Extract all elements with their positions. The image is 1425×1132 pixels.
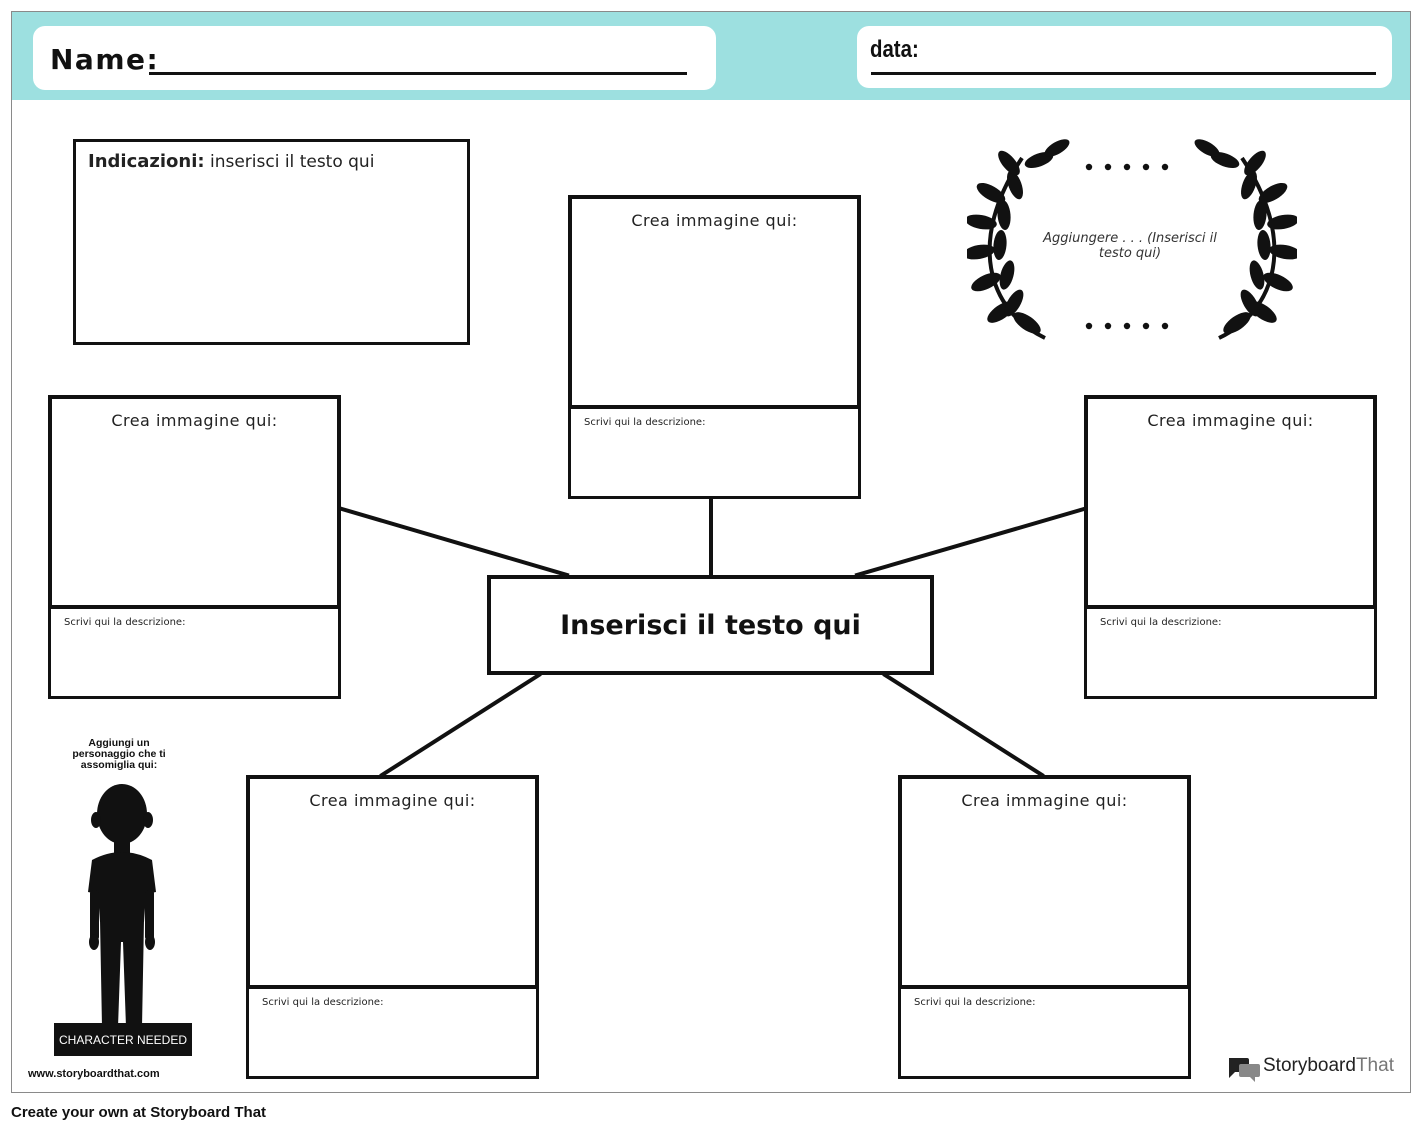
- description-box[interactable]: Scrivi qui la descrizione:: [568, 405, 861, 499]
- directions-body: inserisci il testo qui: [204, 152, 375, 172]
- brand-bold: Storyboard: [1263, 1055, 1356, 1076]
- card-bottom-right: Crea immagine qui: Scrivi qui la descriz…: [898, 775, 1191, 1079]
- directions-heading: Indicazioni:: [88, 151, 205, 172]
- description-caption: Scrivi qui la descrizione:: [1100, 617, 1222, 628]
- description-box[interactable]: Scrivi qui la descrizione:: [48, 605, 341, 699]
- name-label: Name:: [50, 43, 160, 76]
- header-band: Name: data:: [12, 12, 1410, 100]
- connector-bottom-left: [379, 672, 542, 778]
- character-needed-badge[interactable]: CHARACTER NEEDED: [54, 1023, 192, 1056]
- image-caption: Crea immagine qui:: [961, 791, 1128, 810]
- worksheet: Name: data: Indicazioni: inserisci il te…: [11, 11, 1411, 1093]
- image-caption: Crea immagine qui:: [1147, 411, 1314, 430]
- brand-light: That: [1355, 1055, 1394, 1076]
- description-caption: Scrivi qui la descrizione:: [584, 417, 706, 428]
- image-box[interactable]: Crea immagine qui:: [898, 775, 1191, 989]
- card-left: Crea immagine qui: Scrivi qui la descriz…: [48, 395, 341, 699]
- directions-text: Indicazioni: inserisci il testo qui: [88, 151, 374, 172]
- card-top: Crea immagine qui: Scrivi qui la descriz…: [568, 195, 861, 499]
- image-box[interactable]: Crea immagine qui:: [568, 195, 861, 409]
- description-caption: Scrivi qui la descrizione:: [64, 617, 186, 628]
- description-box[interactable]: Scrivi qui la descrizione:: [898, 985, 1191, 1079]
- image-caption: Crea immagine qui:: [111, 411, 278, 430]
- description-box[interactable]: Scrivi qui la descrizione:: [246, 985, 539, 1079]
- laurel-text[interactable]: Aggiungere . . . (Inserisci il testo qui…: [1043, 231, 1217, 261]
- create-your-own-link[interactable]: Create your own at Storyboard That: [11, 1104, 267, 1121]
- speech-bubbles-icon: [1229, 1058, 1260, 1082]
- connector-lines: [339, 498, 1087, 778]
- card-right: Crea immagine qui: Scrivi qui la descriz…: [1084, 395, 1377, 699]
- name-field[interactable]: Name:: [33, 26, 716, 90]
- description-caption: Scrivi qui la descrizione:: [914, 997, 1036, 1008]
- image-caption: Crea immagine qui:: [631, 211, 798, 230]
- image-box[interactable]: Crea immagine qui:: [1084, 395, 1377, 609]
- character-prompt: Aggiungi un personaggio che ti assomigli…: [72, 737, 166, 771]
- name-underline: [149, 72, 687, 75]
- image-caption: Crea immagine qui:: [309, 791, 476, 810]
- image-box[interactable]: Crea immagine qui:: [48, 395, 341, 609]
- center-topic-text: Inserisci il testo qui: [560, 609, 861, 641]
- site-url[interactable]: www.storyboardthat.com: [28, 1068, 160, 1080]
- laurel-wreath-icon: [967, 139, 1297, 340]
- description-caption: Scrivi qui la descrizione:: [262, 997, 384, 1008]
- storyboardthat-logo[interactable]: StoryboardThat: [1227, 1053, 1407, 1083]
- description-box[interactable]: Scrivi qui la descrizione:: [1084, 605, 1377, 699]
- date-label: data:: [870, 36, 919, 63]
- date-field[interactable]: data:: [857, 26, 1392, 88]
- character-silhouette-icon[interactable]: [82, 782, 162, 1032]
- brand-text: StoryboardThat: [1263, 1055, 1394, 1077]
- connector-bottom-right: [882, 672, 1045, 778]
- card-bottom-left: Crea immagine qui: Scrivi qui la descriz…: [246, 775, 539, 1079]
- center-topic-box[interactable]: Inserisci il testo qui: [487, 575, 934, 675]
- connector-right: [854, 506, 1087, 578]
- date-underline: [871, 72, 1376, 75]
- directions-box[interactable]: Indicazioni: inserisci il testo qui: [73, 139, 470, 345]
- connector-left: [339, 506, 570, 578]
- image-box[interactable]: Crea immagine qui:: [246, 775, 539, 989]
